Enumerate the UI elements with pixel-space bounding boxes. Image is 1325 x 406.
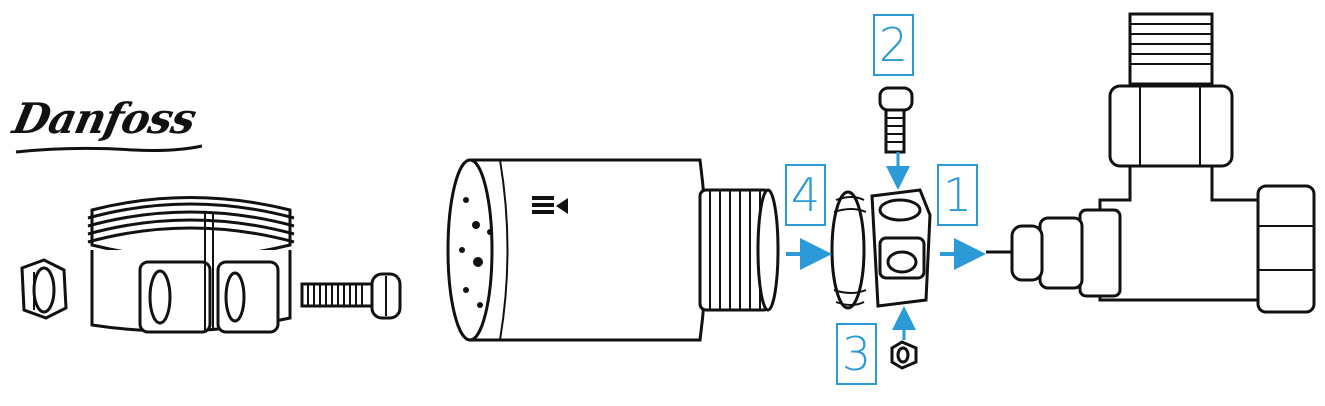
danfoss-logo: Danfoss — [9, 94, 204, 164]
screw-part — [300, 272, 402, 320]
step-2-label: 2 — [873, 14, 914, 76]
step-1-label: 1 — [937, 164, 978, 226]
step-4-label: 4 — [785, 164, 826, 226]
radiator-valve-part — [986, 12, 1316, 314]
adapter-ring-part — [87, 196, 295, 334]
small-adapter-part — [830, 188, 932, 310]
logo-text: Danfoss — [8, 94, 200, 143]
small-screw-part — [878, 86, 914, 154]
nut-part — [20, 258, 68, 320]
step-3-label: 3 — [836, 323, 877, 385]
logo-underline — [15, 144, 203, 154]
thermostat-head-part — [446, 158, 780, 342]
small-nut-part — [890, 340, 918, 370]
